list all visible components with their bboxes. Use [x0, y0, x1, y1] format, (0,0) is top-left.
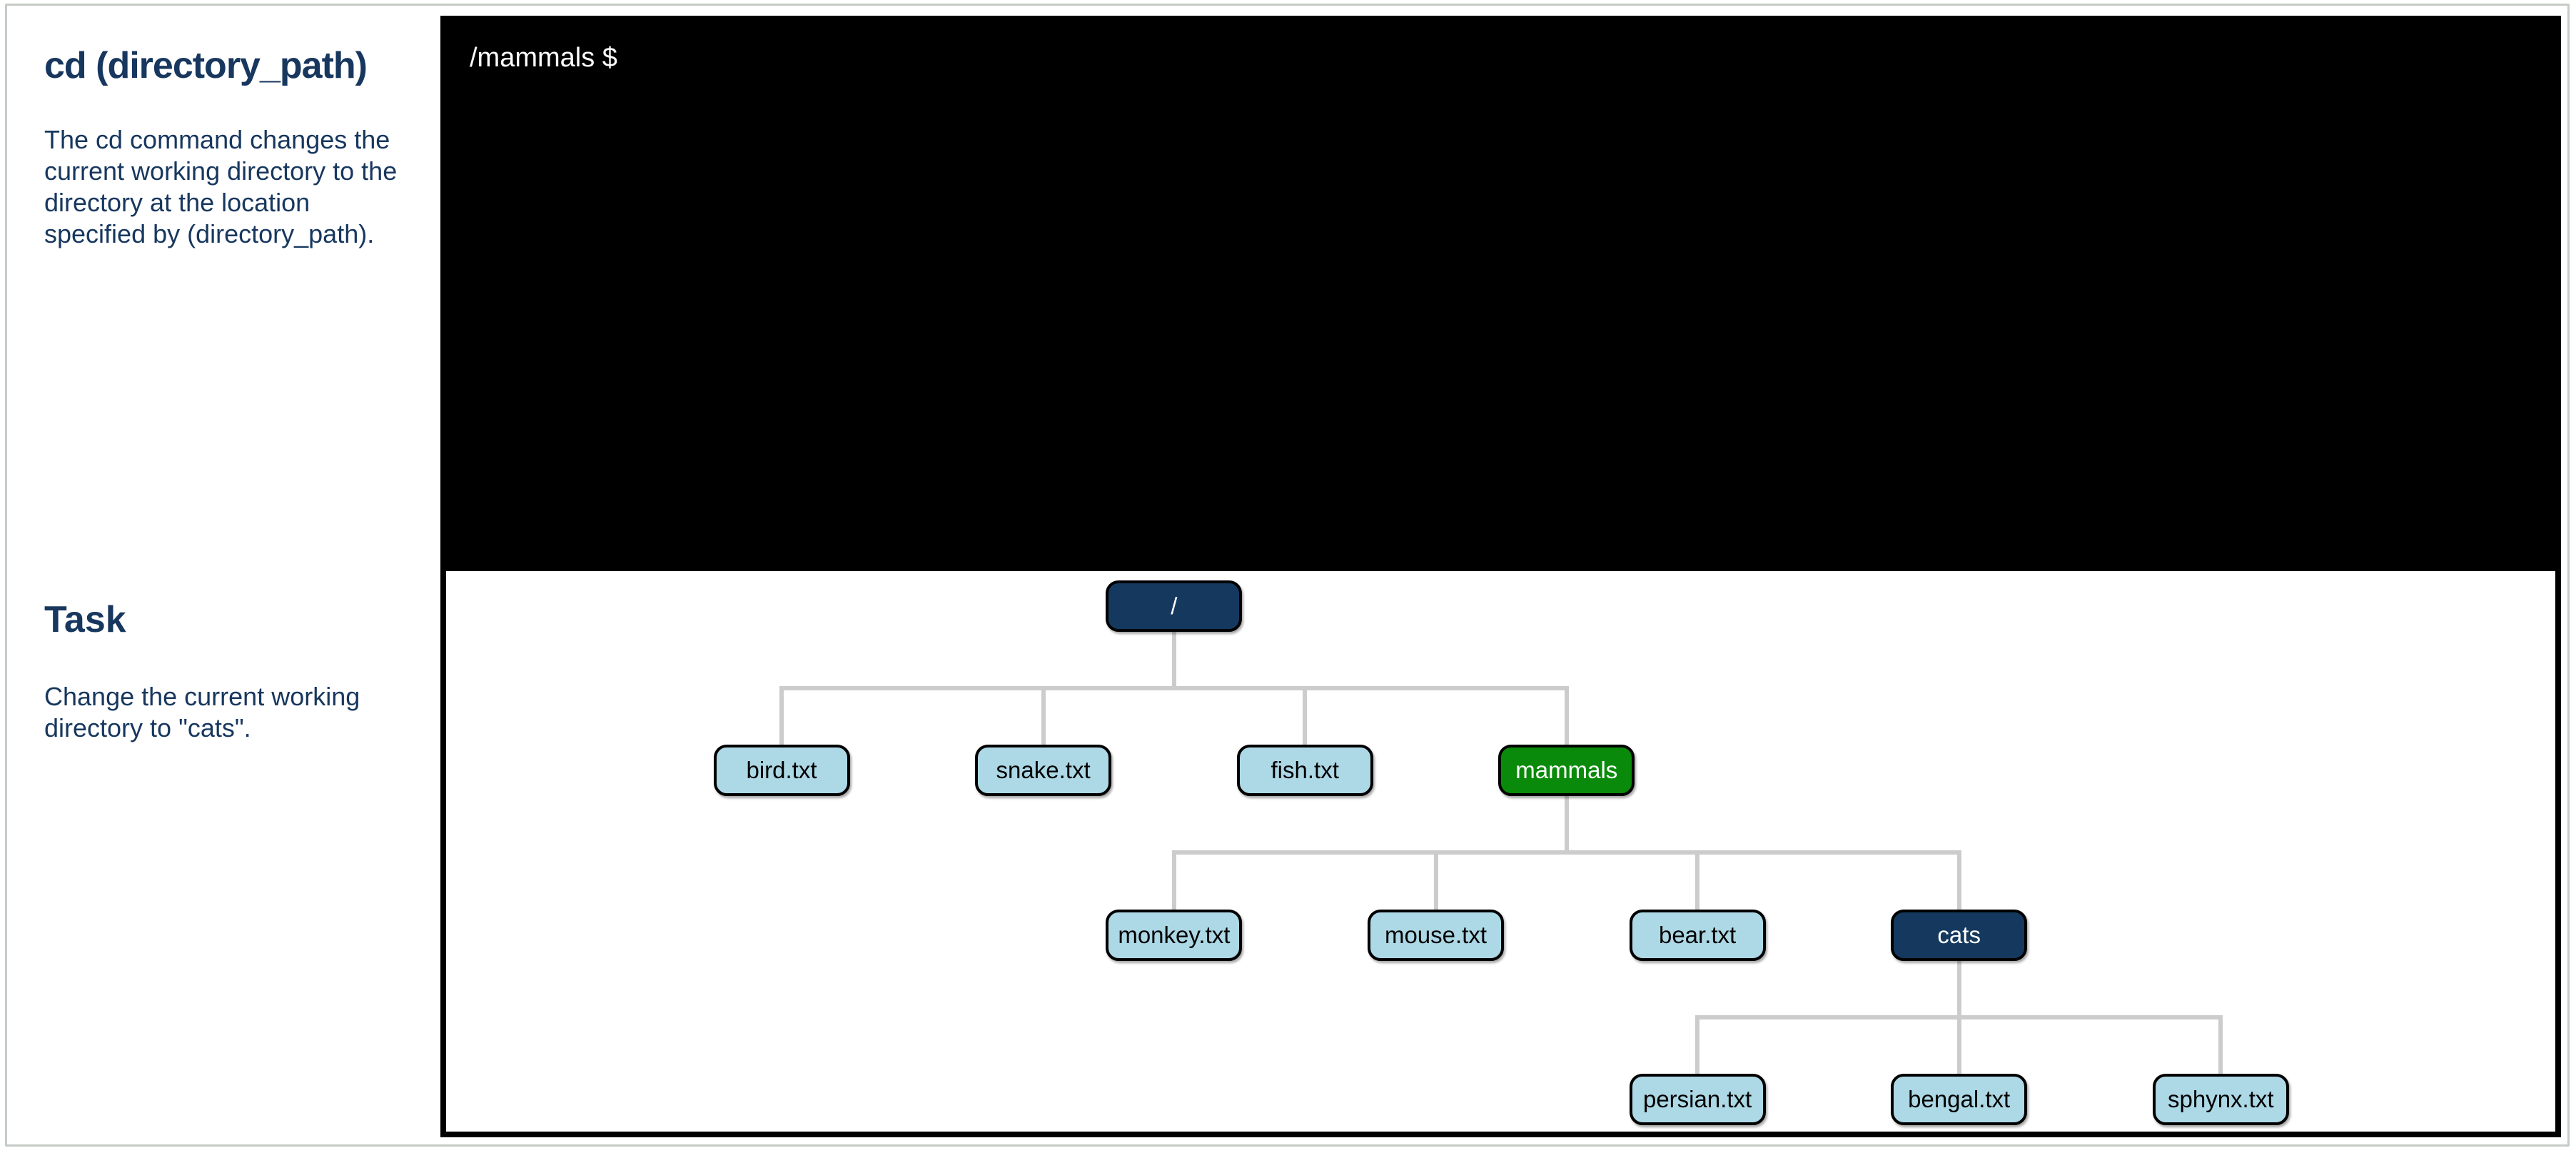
- tree-node-bengal: bengal.txt: [1891, 1073, 2028, 1125]
- tree-node-root: /: [1106, 580, 1243, 632]
- tree-connector: [2218, 1017, 2223, 1074]
- tree-connector: [1433, 852, 1438, 910]
- task-title: Task: [44, 599, 126, 640]
- tree-connector: [1956, 852, 1961, 910]
- command-description: The cd command changes the current worki…: [44, 125, 398, 248]
- command-title: cd (directory_path): [44, 45, 368, 86]
- tree-connector: [779, 688, 784, 745]
- workspace-panel: /mammals $ / bird.txt snake.txt fish.txt mam…: [440, 16, 2561, 1137]
- tree-connector: [1171, 632, 1176, 689]
- terminal[interactable]: /mammals $: [446, 21, 2555, 571]
- tree-connector: [1564, 688, 1569, 745]
- task-description: Change the current working directory to …: [44, 682, 360, 742]
- command-panel: cd (directory_path) The cd command chang…: [44, 44, 408, 250]
- tree-node-bear: bear.txt: [1629, 909, 1766, 961]
- tree-node-sphynx: sphynx.txt: [2152, 1073, 2289, 1125]
- tree-connector: [1303, 688, 1308, 745]
- terminal-prompt: /mammals $: [470, 43, 617, 73]
- tree-node-bird: bird.txt: [713, 745, 850, 797]
- tree-connector: [1956, 960, 1961, 1017]
- tree-connector: [1564, 796, 1569, 853]
- tree-node-fish: fish.txt: [1236, 745, 1373, 797]
- tree-node-persian: persian.txt: [1629, 1073, 1766, 1125]
- tree-connector: [779, 686, 1569, 691]
- tree-node-cats: cats: [1891, 909, 2028, 961]
- tree-node-mouse: mouse.txt: [1368, 909, 1504, 961]
- tree-node-snake: snake.txt: [975, 745, 1112, 797]
- task-panel: Task Change the current working director…: [44, 598, 408, 744]
- tree-connector: [1171, 850, 1961, 855]
- tree-node-mammals: mammals: [1498, 745, 1635, 797]
- tree-node-monkey: monkey.txt: [1106, 909, 1243, 961]
- tree-connector: [1956, 1017, 1961, 1074]
- tree-connector: [1695, 1017, 1700, 1074]
- tree-connector: [1695, 852, 1700, 910]
- tree-connector: [1041, 688, 1046, 745]
- filesystem-tree: / bird.txt snake.txt fish.txt mammals monkey.…: [446, 571, 2555, 1132]
- tree-connector: [1171, 852, 1176, 910]
